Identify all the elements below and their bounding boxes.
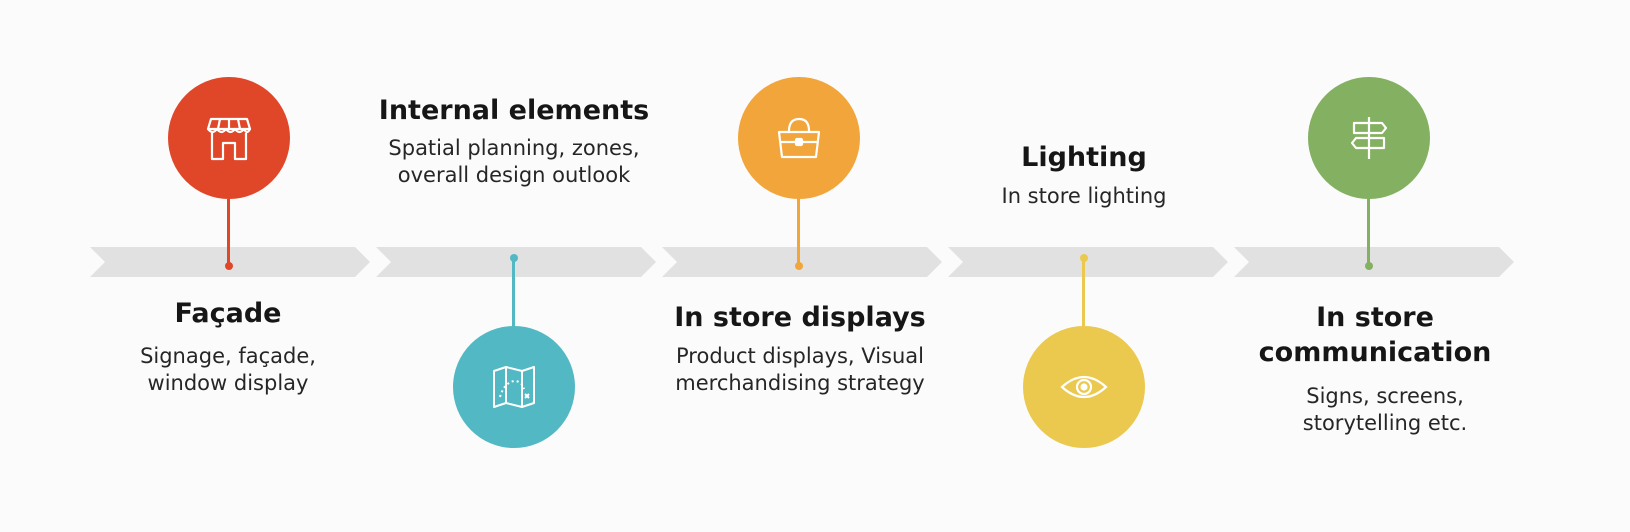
lighting-description: In store lighting [1001,184,1167,208]
facade-connector [227,199,230,266]
facade-circle [168,77,290,199]
eye-icon [1060,375,1108,399]
lighting-circle [1023,326,1145,448]
communication-dot [1364,262,1373,270]
internal-title: Internal elements [378,95,650,126]
lighting-connector [1082,258,1085,328]
facade-dot [224,262,233,270]
displays-description: Product displays, Visual merchandising s… [675,344,925,395]
storefront-icon [206,117,252,161]
chevron-segment-3 [662,247,942,277]
communication-circle [1308,77,1430,199]
facade-title: Façade [174,298,282,329]
displays-connector [797,199,800,266]
internal-circle [453,326,575,448]
displays-dot [794,262,803,270]
lighting-title: Lighting [1021,142,1147,173]
handbag-icon [777,117,821,159]
chevron-segment-5 [1234,247,1514,277]
chevron-segment-2 [376,247,656,277]
internal-connector [512,258,515,328]
signpost-icon [1350,117,1388,159]
map-icon [493,366,535,408]
displays-title: In store displays [674,302,926,333]
facade-description: Signage, façade, window display [140,344,316,395]
chevron-segment-4 [948,247,1228,277]
communication-description: Signs, screens, storytelling etc. [1302,384,1468,435]
displays-circle [738,77,860,199]
internal-description: Spatial planning, zones, overall design … [388,136,640,187]
communication-connector [1367,199,1370,266]
communication-title: In store communication [1258,302,1492,368]
